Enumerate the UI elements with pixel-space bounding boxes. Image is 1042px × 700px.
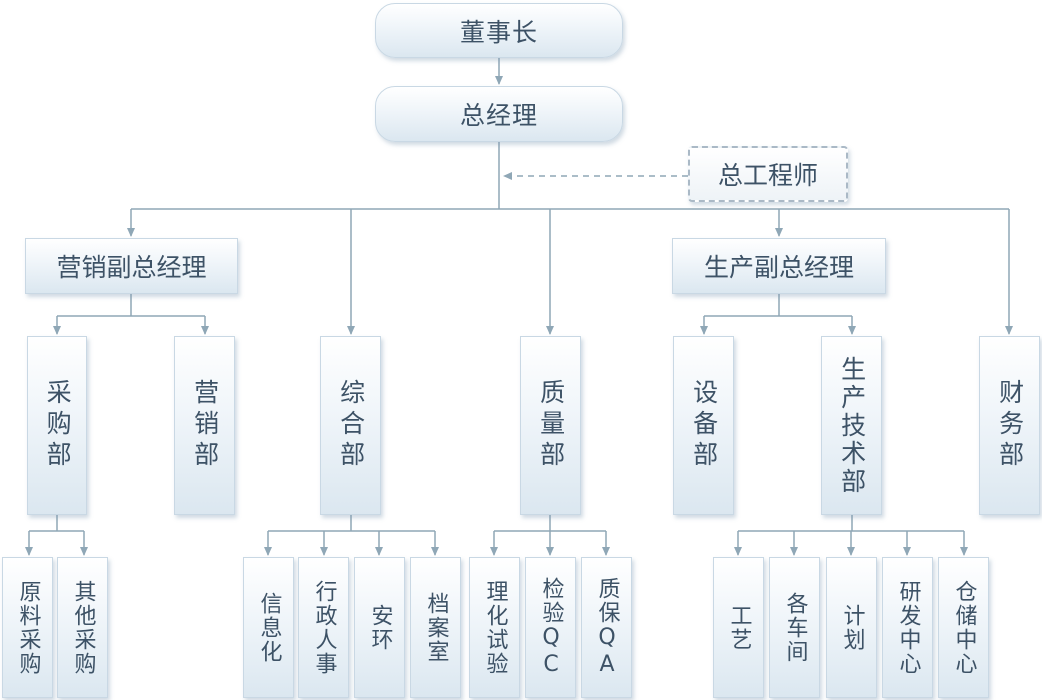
node-admin-hr: 行政人事 [298, 557, 349, 698]
node-informatization: 信息化 [243, 557, 294, 698]
node-archives: 档案室 [410, 557, 461, 698]
node-warehouse-center: 仓储中心 [938, 557, 989, 698]
node-finance-dept: 财务部 [979, 336, 1040, 515]
node-workshops: 各车间 [769, 557, 820, 698]
node-process: 工艺 [713, 557, 764, 698]
node-tech-dept: 生产技术部 [821, 336, 882, 515]
node-quality-dept: 质量部 [520, 336, 581, 515]
node-rnd-center: 研发中心 [882, 557, 933, 698]
node-production-deputy: 生产副总经理 [672, 238, 886, 294]
node-safety-environment: 安环 [354, 557, 405, 698]
node-equipment-dept: 设备部 [673, 336, 734, 515]
node-planning: 计划 [826, 557, 877, 698]
node-raw-material-purchasing: 原料采购 [2, 557, 53, 698]
node-sales-dept: 营销部 [174, 336, 235, 515]
node-purchasing-dept: 采购部 [27, 336, 87, 515]
node-general-dept: 综合部 [320, 336, 381, 515]
node-chief-engineer: 总工程师 [688, 146, 848, 202]
node-inspection-qc: 检验QC [525, 557, 576, 698]
node-marketing-deputy: 营销副总经理 [25, 238, 238, 294]
node-general-manager: 总经理 [375, 86, 623, 142]
node-quality-assurance-qa: 质保QA [581, 557, 632, 698]
node-other-purchasing: 其他采购 [57, 557, 108, 698]
node-chairman: 董事长 [375, 3, 623, 58]
node-physchem-testing: 理化试验 [469, 557, 520, 698]
